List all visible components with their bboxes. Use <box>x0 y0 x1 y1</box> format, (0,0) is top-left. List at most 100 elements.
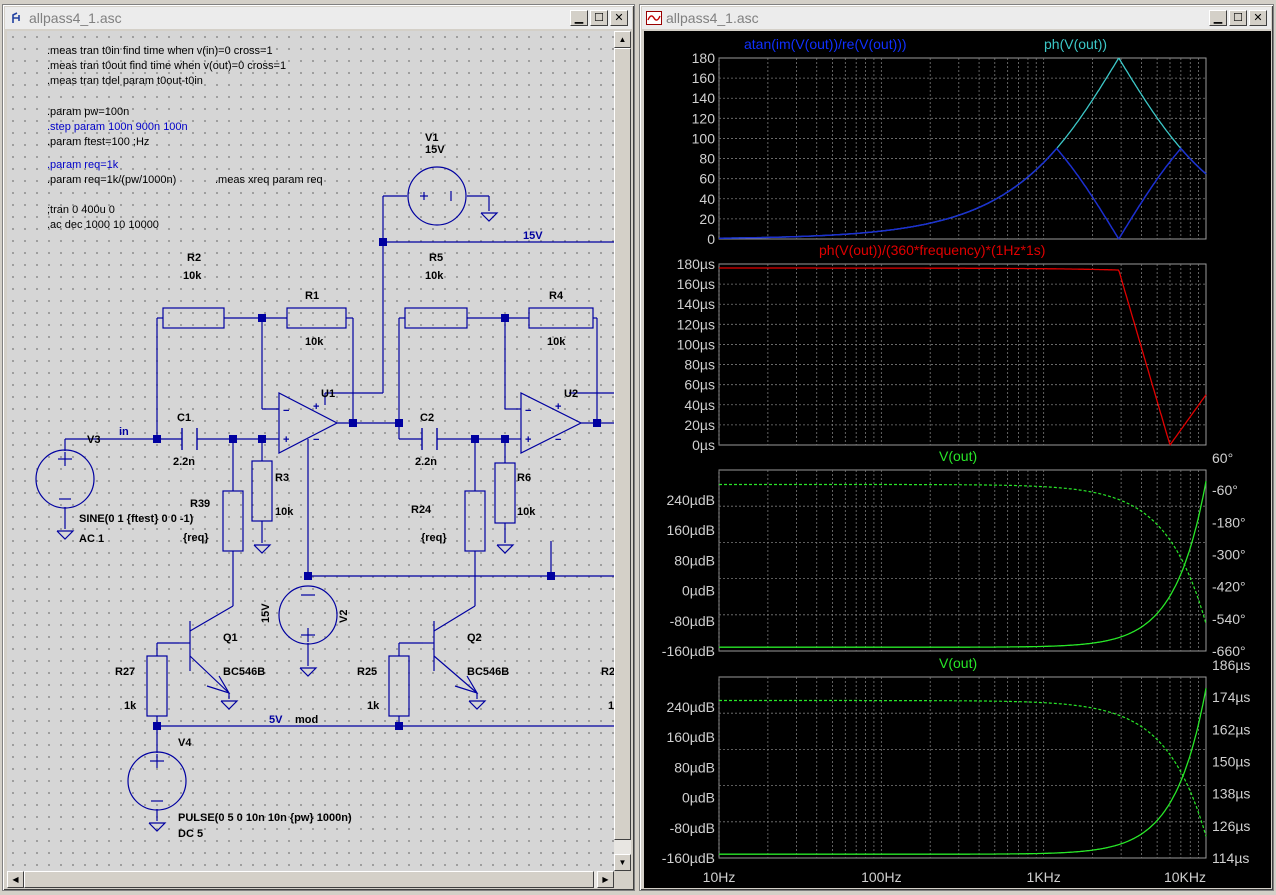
directive-line[interactable]: .meas xreq param req <box>215 174 323 186</box>
trace-group-delay-red <box>719 267 1207 446</box>
scroll-left-button[interactable]: ◀ <box>7 871 24 888</box>
r6-value: 10k <box>517 506 536 518</box>
scroll-right-button[interactable]: ▶ <box>597 871 614 888</box>
minimize-button[interactable]: ▁ <box>1209 10 1227 26</box>
resistor-r5 <box>404 307 468 329</box>
v1-value: 15V <box>425 144 445 156</box>
y2-tick-label: 60° <box>1212 450 1233 466</box>
directive-line[interactable]: .param pw=100n <box>47 106 130 118</box>
pane-phase[interactable]: atan(im(V(out))/re(V(out))) ph(V(out)) 1… <box>692 36 1207 247</box>
y2-tick-label: -60° <box>1212 482 1238 498</box>
pane-vout-phase[interactable]: V(out) 240µdB160µdB80µdB0µdB-80µdB-160µd… <box>662 448 1246 659</box>
r27-value: 1k <box>124 700 137 712</box>
y-tick-label: 140µs <box>677 296 715 312</box>
maximize-button[interactable]: ☐ <box>590 10 608 26</box>
scroll-down-button[interactable]: ▼ <box>614 854 631 871</box>
y-tick-label: 100µs <box>677 336 715 352</box>
svg-text:+: + <box>525 434 531 446</box>
pane-group-delay[interactable]: ph(V(out))/(360*frequency)*(1Hz*1s) 180µ… <box>677 242 1207 453</box>
vertical-scroll-thumb[interactable] <box>614 48 631 840</box>
horizontal-scrollbar[interactable]: ◀ ▶ <box>7 871 614 888</box>
trace-label-vout-4[interactable]: V(out) <box>939 655 977 671</box>
resistor-r25 <box>388 655 410 717</box>
v4-name: V4 <box>178 737 192 749</box>
y-tick-label: 80µs <box>684 357 715 373</box>
pane-vout-delay[interactable]: V(out) 240µdB160µdB80µdB0µdB-80µdB-160µd… <box>662 655 1251 866</box>
q1-name: Q1 <box>223 632 238 644</box>
y2-tick-label: 174µs <box>1212 689 1250 705</box>
trace-label-atan[interactable]: atan(im(V(out))/re(V(out))) <box>744 36 907 52</box>
y-tick-label: 40µs <box>684 397 715 413</box>
resistor-r27 <box>146 655 168 717</box>
directive-line[interactable]: .step param 100n 900n 100n <box>47 121 188 133</box>
svg-text:−: − <box>555 434 561 446</box>
r24-value: {req} <box>421 532 447 544</box>
r39-name: R39 <box>190 498 210 510</box>
svg-text:−: − <box>313 434 319 446</box>
y-tick-label: 240µdB <box>666 699 715 715</box>
directive-line[interactable]: ;tran 0 400u 0 <box>47 204 115 216</box>
svg-text:+: + <box>555 401 561 413</box>
u2-name: U2 <box>564 388 578 400</box>
y-tick-label: 140 <box>692 90 716 106</box>
y2-tick-label: 126µs <box>1212 818 1250 834</box>
v3-value-2: AC 1 <box>79 533 104 545</box>
r2x-name: R2 <box>601 666 614 678</box>
waveform-plot-area[interactable]: atan(im(V(out))/re(V(out))) ph(V(out)) 1… <box>644 31 1271 888</box>
y2-tick-label: 186µs <box>1212 657 1250 673</box>
directive-line[interactable]: .meas tran t0out find time when v(out)=0… <box>47 60 287 72</box>
y2-tick-label: -420° <box>1212 579 1246 595</box>
directive-line[interactable]: .param req=1k/(pw/1000n) <box>47 174 177 186</box>
vertical-scrollbar[interactable]: ▲ ▼ <box>614 31 631 871</box>
r3-name: R3 <box>275 472 289 484</box>
trace-label-phase[interactable]: ph(V(out)) <box>1044 36 1107 52</box>
y-tick-label: 180µs <box>677 256 715 272</box>
y-tick-label: 80 <box>699 151 715 167</box>
directive-line[interactable]: .meas tran t0in find time when v(in)=0 c… <box>47 45 273 57</box>
r39-value: {req} <box>183 532 209 544</box>
y-tick-label: 0µdB <box>682 583 715 599</box>
waveform-window-title: allpass4_1.asc <box>666 10 759 26</box>
directive-line[interactable]: .param req=1k <box>47 159 119 171</box>
trace-vout-delay-dashed <box>719 699 1207 837</box>
pane1-frame <box>718 57 1207 240</box>
resistor-r2 <box>162 307 225 329</box>
resistor-r1 <box>286 307 347 329</box>
c2-value: 2.2n <box>415 456 437 468</box>
schematic-canvas[interactable]: .meas tran t0in find time when v(in)=0 c… <box>7 31 614 871</box>
svg-text:−: − <box>525 405 531 417</box>
y-tick-label: 20 <box>699 211 715 227</box>
y-tick-label: 60 <box>699 171 715 187</box>
horizontal-scroll-thumb[interactable] <box>24 871 594 888</box>
waveform-window[interactable]: allpass4_1.asc ▁ ☐ ✕ atan(im(V(out))/re(… <box>639 4 1274 891</box>
directive-line[interactable]: .meas tran tdel param t0out-t0in <box>47 75 203 87</box>
directive-line[interactable]: .param ftest=100 ;Hz <box>47 136 150 148</box>
x-tick-label: 100Hz <box>861 869 901 885</box>
pane2-frame <box>718 263 1207 446</box>
trace-phase-cyan <box>719 57 1207 239</box>
y-tick-label: 0 <box>707 231 715 247</box>
maximize-button[interactable]: ☐ <box>1229 10 1247 26</box>
net-label-5v: 5V <box>269 714 283 726</box>
v3-name: V3 <box>87 434 100 446</box>
r6-name: R6 <box>517 472 531 484</box>
y-tick-label: 160 <box>692 70 716 86</box>
waveform-title-bar[interactable]: allpass4_1.asc ▁ ☐ ✕ <box>642 7 1271 29</box>
minimize-button[interactable]: ▁ <box>570 10 588 26</box>
trace-label-vout-3[interactable]: V(out) <box>939 448 977 464</box>
close-button[interactable]: ✕ <box>610 10 628 26</box>
resistor-r24 <box>464 490 486 552</box>
schematic-title-bar[interactable]: allpass4_1.asc ▁ ☐ ✕ <box>5 7 632 29</box>
trace-label-group-delay[interactable]: ph(V(out))/(360*frequency)*(1Hz*1s) <box>819 242 1045 258</box>
schematic-window[interactable]: allpass4_1.asc ▁ ☐ ✕ .meas tran t0in fin… <box>2 4 635 891</box>
scroll-up-button[interactable]: ▲ <box>614 31 631 48</box>
r25-name: R25 <box>357 666 377 678</box>
close-button[interactable]: ✕ <box>1249 10 1267 26</box>
x-tick-label: 10Hz <box>703 869 736 885</box>
y-tick-label: 40 <box>699 191 715 207</box>
y-tick-label: 120µs <box>677 316 715 332</box>
net-label-in: in <box>119 426 129 438</box>
y-tick-label: -160µdB <box>662 850 715 866</box>
directive-line[interactable]: .ac dec 1000 10 10000 <box>47 219 159 231</box>
